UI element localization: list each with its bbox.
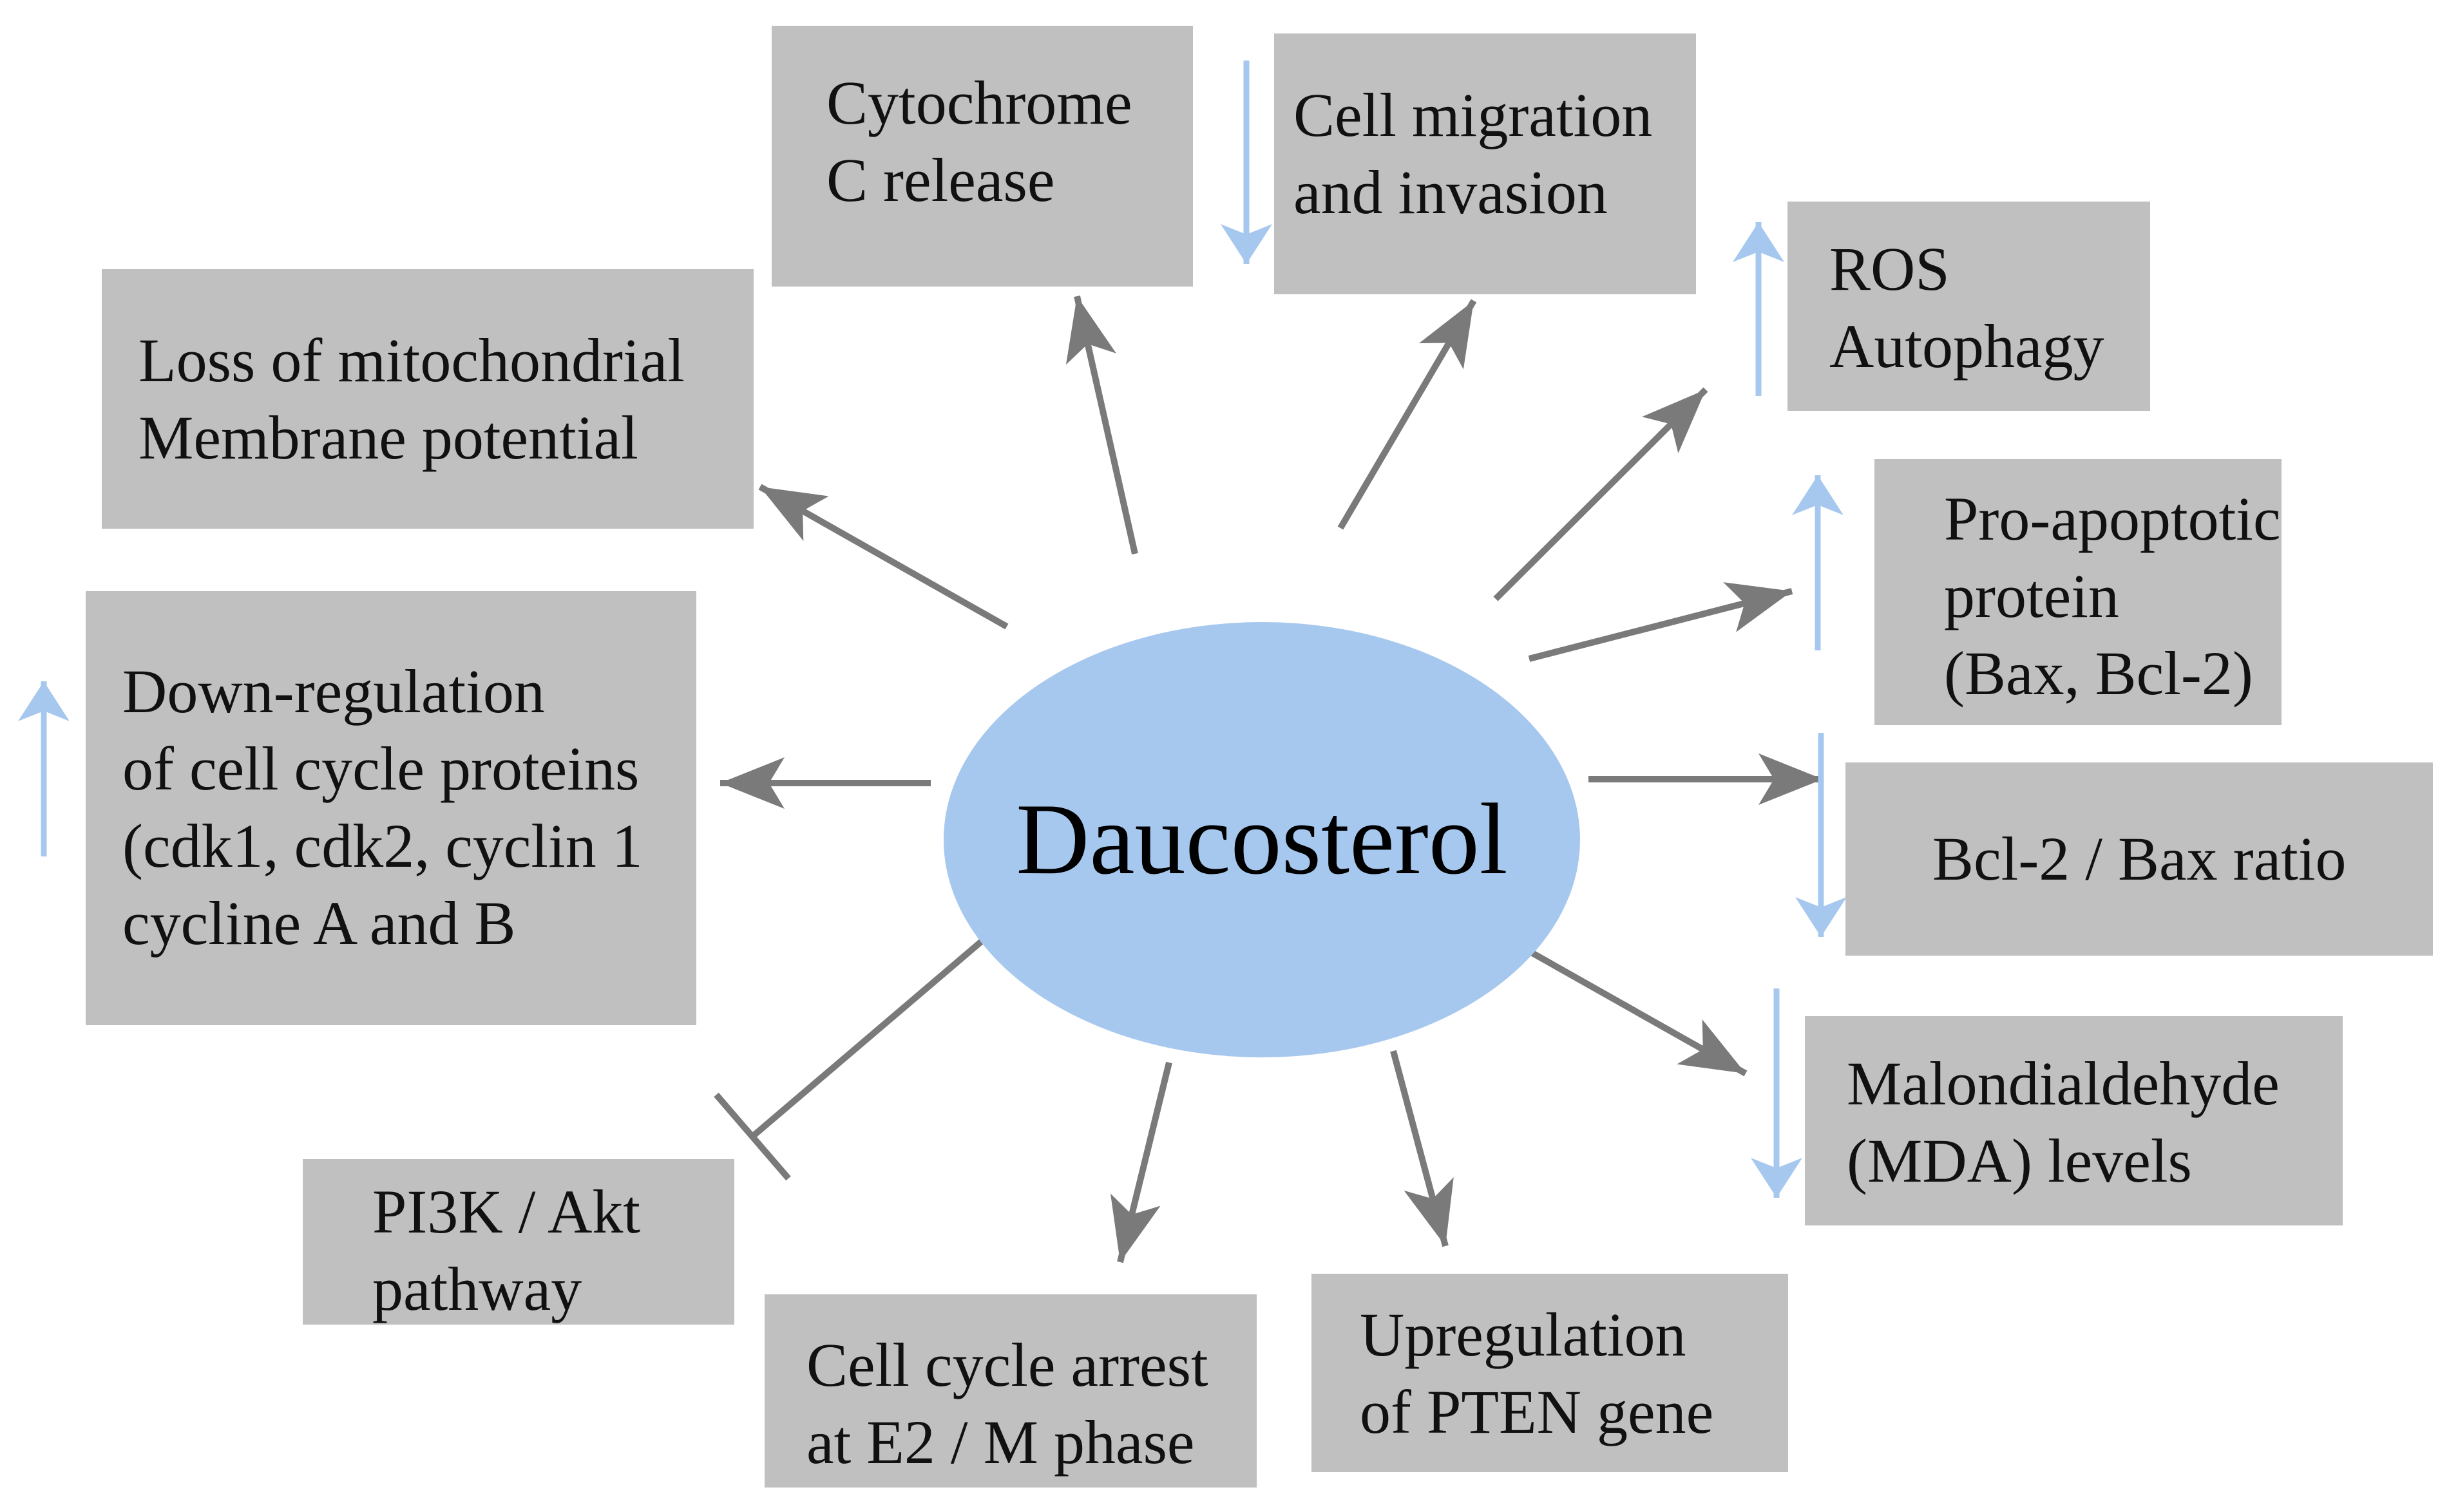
box-line: of PTEN gene [1360,1377,1714,1446]
arrow-to-cell-migration [1337,299,1477,530]
box-line: Membrane potential [138,403,638,472]
box-mda-levels: Malondialdehyde (MDA) levels [1805,1016,2343,1225]
box-line: C release [826,146,1055,214]
box-line: Malondialdehyde [1847,1049,2280,1118]
box-down-regulation-cell-cycle-proteins: Down-regulation of cell cycle proteins (… [86,591,696,1025]
box-cytochrome-c-release: Cytochrome C release [772,26,1193,287]
box-line: (cdk1, cdk2, cyclin 1 [122,811,643,880]
box-line: pathway [372,1254,582,1323]
connector-arrows [714,295,1823,1263]
box-line: Loss of mitochondrial [138,326,685,395]
box-line: protein [1944,562,2119,630]
box-pro-apoptotic-protein: Pro-apoptotic protein (Bax, Bcl-2) [1874,459,2282,725]
arrow-to-cell-cycle-arrest [1110,1061,1172,1263]
box-ros-autophagy: ROS Autophagy [1787,202,2150,411]
arrow-to-cytochrome-c [1065,295,1138,555]
daucosterol-center-node: Daucosterol [944,622,1580,1057]
box-line: Cell migration [1293,80,1653,149]
box-loss-mitochondrial-potential: Loss of mitochondrial Membrane potential [102,269,754,529]
box-line: at E2 / M phase [806,1408,1195,1477]
box-line: Upregulation [1360,1300,1686,1369]
arrow-to-pro-apoptotic [1528,582,1793,662]
box-line: of cell cycle proteins [122,734,640,803]
box-line: cycline A and B [122,889,516,958]
trend-arrows [17,61,1847,1198]
box-cell-migration-invasion: Cell migration and invasion [1274,33,1696,294]
box-line: Cytochrome [826,68,1132,137]
box-line: and invasion [1293,158,1608,227]
box-line: (MDA) levels [1847,1126,2192,1195]
box-line: Bcl-2 / Bax ratio [1932,824,2347,893]
arrow-to-mito-loss [758,484,1009,630]
center-label: Daucosterol [1016,783,1508,896]
inhibition-bar-pi3k [714,1092,791,1181]
box-line: (Bax, Bcl-2) [1944,639,2253,708]
box-pi3k-akt-pathway: PI3K / Akt pathway [303,1159,734,1325]
arrow-to-pten [1390,1050,1454,1247]
box-line: Pro-apoptotic [1944,484,2281,553]
box-line: Down-regulation [122,657,545,726]
arrow-to-ros-autophagy [1493,387,1708,601]
box-cell-cycle-arrest: Cell cycle arrest at E2 / M phase [765,1294,1257,1488]
box-line: ROS [1829,234,1950,303]
arrow-to-mda-levels [1530,950,1748,1077]
box-bcl2-bax-ratio: Bcl-2 / Bax ratio [1845,762,2433,956]
box-line: PI3K / Akt [372,1177,641,1246]
box-upregulation-pten: Upregulation of PTEN gene [1311,1274,1788,1472]
box-line: Cell cycle arrest [806,1330,1208,1399]
inhibition-line-to-pi3k [750,923,1003,1139]
box-line: Autophagy [1829,312,2104,381]
